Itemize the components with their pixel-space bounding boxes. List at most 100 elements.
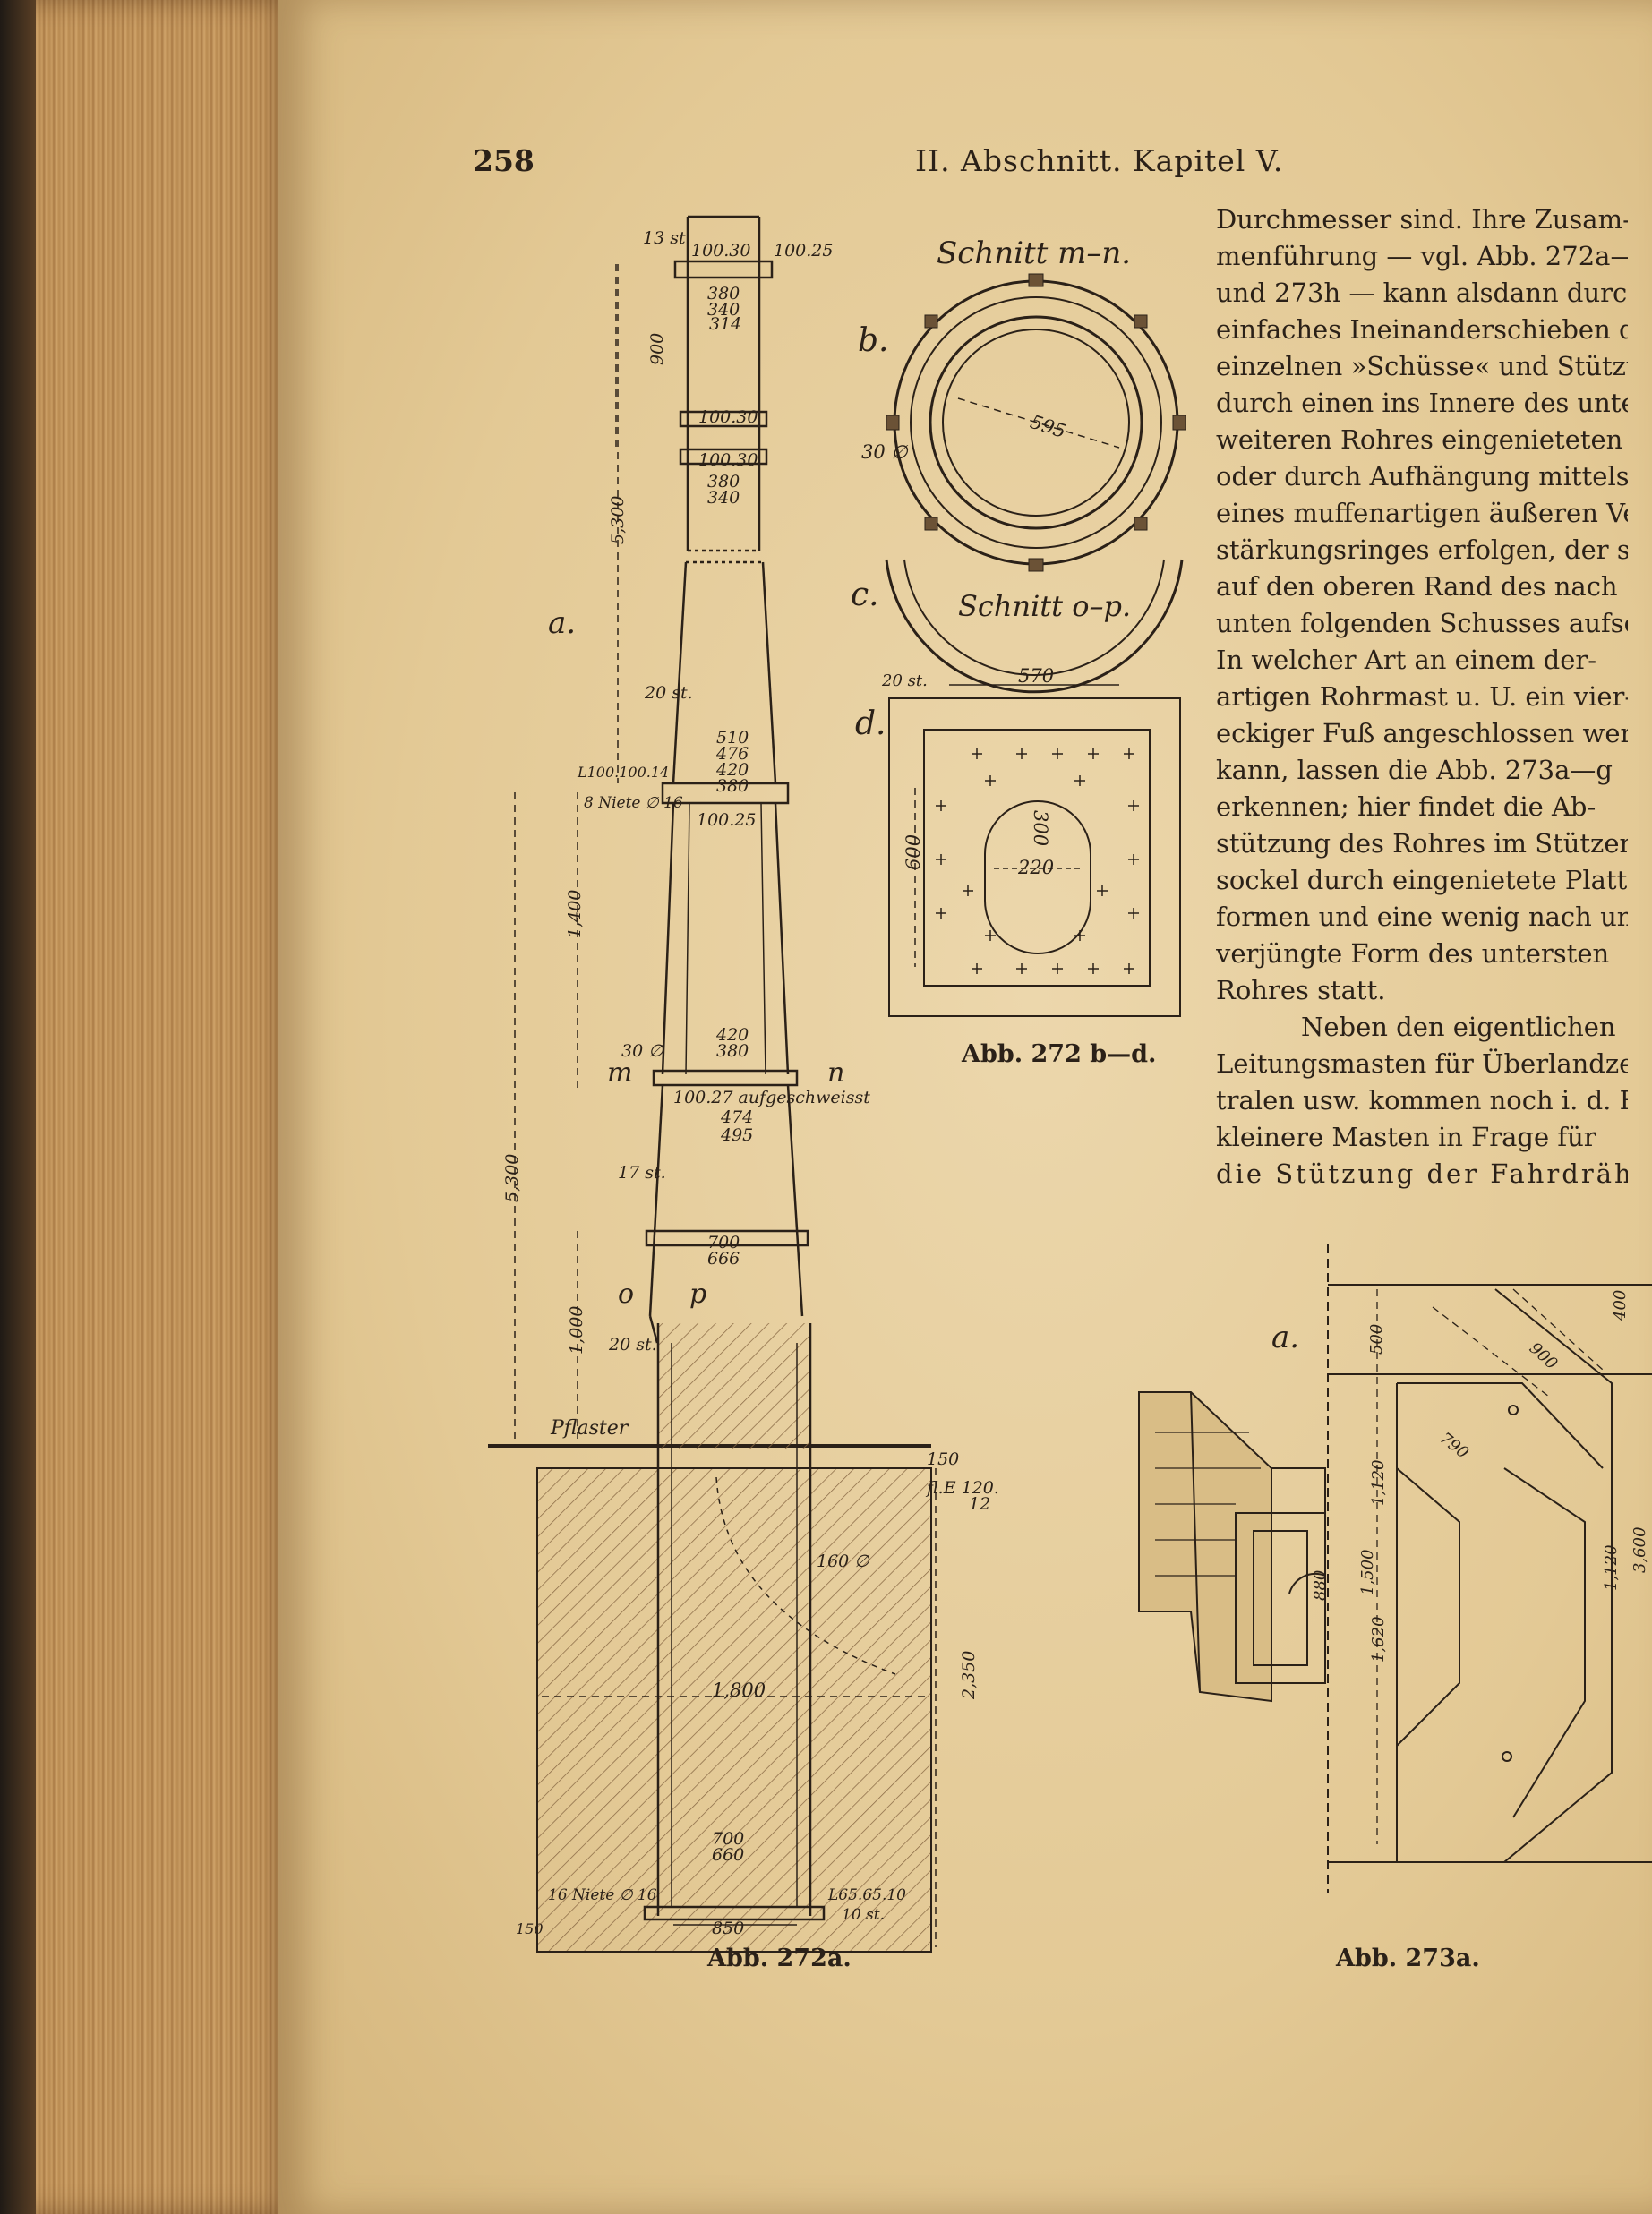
figure-label: d. <box>855 705 886 742</box>
section-title: Schnitt m–n. <box>937 235 1131 271</box>
dim-label: 100.30 <box>698 450 758 470</box>
book-page-edges <box>0 0 295 2214</box>
text-line: Neben den eigentlichen <box>1301 1012 1616 1042</box>
dim-label: 595 <box>1028 411 1069 442</box>
dim-label: 5,300 <box>502 1154 522 1202</box>
page-number: 258 <box>473 143 535 178</box>
figure-272bd <box>885 273 1186 1017</box>
dim-label: 220 <box>1017 857 1054 878</box>
dim-label: 1,500 <box>1358 1549 1377 1595</box>
text-line: einzelnen »Schüsse« und Stützung <box>1216 351 1628 381</box>
text-line: eines muffenartigen äußeren Ver- <box>1216 498 1628 528</box>
dim-label: 474 <box>720 1107 753 1127</box>
dim-label: L100.100.14 <box>577 764 669 781</box>
dim-label: 10 st. <box>842 1906 885 1924</box>
dim-label: 1,120 <box>1602 1544 1621 1591</box>
text-line: durch einen ins Innere des unteren, <box>1216 388 1628 418</box>
dim-label: fl.E 120. <box>925 1478 999 1498</box>
dim-label: 314 <box>709 314 741 334</box>
dim-label: 300 <box>1030 810 1051 846</box>
dim-label: 3,600 <box>1631 1526 1649 1573</box>
caption-273a: Abb. 273a. <box>1336 1945 1480 1972</box>
dim-label: 20 st. <box>644 683 693 703</box>
dim-label: 700 <box>712 1829 744 1849</box>
section-mark: m <box>607 1057 632 1089</box>
dim-label: 100.25 <box>774 241 833 261</box>
dim-label: 600 <box>903 834 924 870</box>
dim-label: L65.65.10 <box>827 1886 906 1904</box>
dim-label: 380 <box>707 472 740 492</box>
text-line: sockel durch eingenietete Platt- <box>1216 865 1628 895</box>
dim-label: 380 <box>716 1041 749 1061</box>
dim-label: 16 Niete ∅ 16 <box>548 1886 657 1904</box>
text-line: erkennen; hier findet die Ab- <box>1216 791 1596 822</box>
book-page <box>278 0 1652 2214</box>
figure-label: b. <box>858 322 889 359</box>
dim-label: 570 <box>1018 665 1054 687</box>
dim-label: 1,120 <box>1369 1459 1388 1506</box>
dim-label: 13 st. <box>643 228 691 248</box>
dim-label: 1,800 <box>712 1680 766 1701</box>
dim-label: 420 <box>715 760 749 780</box>
dim-label: 380 <box>716 776 749 796</box>
dim-label: 5,300 <box>608 496 628 544</box>
dim-label: Pflaster <box>550 1417 629 1440</box>
text-line: formen und eine wenig nach unten <box>1216 902 1628 932</box>
caption-272a: Abb. 272a. <box>707 1945 852 1972</box>
dim-label: 660 <box>712 1845 744 1865</box>
dim-label: 30 ∅ <box>621 1041 664 1061</box>
dim-label: 2,350 <box>959 1651 979 1700</box>
figure-272a-labels: 13 st. 100.30 100.25 380 340 314 900 100… <box>502 228 999 1938</box>
figure-label: a. <box>548 605 576 641</box>
dim-label: 1,400 <box>565 890 585 938</box>
section-mark: n <box>827 1057 844 1089</box>
text-line: Durchmesser sind. Ihre Zusam- <box>1216 204 1628 235</box>
text-line: kleinere Masten in Frage für <box>1216 1122 1596 1152</box>
dim-label: 495 <box>720 1125 753 1145</box>
dim-label: 476 <box>715 744 749 764</box>
text-line: weiteren Rohres eingenieteten Ring <box>1216 424 1628 455</box>
text-line: menführung — vgl. Abb. 272a—c <box>1216 241 1628 271</box>
body-text-column: Durchmesser sind. Ihre Zusam- menführung… <box>1216 201 1628 1192</box>
dim-label: 1,000 <box>567 1306 586 1355</box>
dim-label: 380 <box>707 284 740 303</box>
text-line: stützung des Rohres im Stützen- <box>1216 828 1628 859</box>
text-line: und 273h — kann alsdann durch <box>1216 278 1628 308</box>
dim-label: 790 <box>1436 1429 1472 1463</box>
dim-label: 20 st. <box>881 671 928 690</box>
running-head: II. Abschnitt. Kapitel V. <box>915 143 1284 178</box>
dim-label: 100.27 aufgeschweisst <box>673 1088 870 1107</box>
dim-label: 150 <box>516 1920 544 1937</box>
dim-label: 510 <box>716 728 749 748</box>
dim-label: 100.25 <box>697 810 756 830</box>
dim-label: 100.30 <box>698 407 758 427</box>
figure-label: c. <box>851 577 879 613</box>
dim-label: 100.30 <box>691 241 750 261</box>
dim-label: 17 st. <box>618 1163 666 1183</box>
text-line: Rohres statt. <box>1216 975 1386 1005</box>
dim-label: 1,620 <box>1369 1616 1388 1663</box>
dim-label: 420 <box>715 1025 749 1045</box>
text-line: artigen Rohrmast u. U. ein vier- <box>1216 681 1628 712</box>
dim-label: 8 Niete ∅ 16 <box>584 794 683 812</box>
caption-272bd: Abb. 272 b—d. <box>962 1040 1157 1068</box>
dim-label: 700 <box>707 1233 740 1252</box>
text-line: Leitungsmasten für Überlandzen- <box>1216 1048 1628 1079</box>
dim-label: 880 <box>1311 1570 1330 1601</box>
section-mark: p <box>689 1278 706 1310</box>
text-line: In welcher Art an einem der- <box>1216 645 1597 675</box>
figure-label: a. <box>1271 1320 1299 1355</box>
text-line: tralen usw. kommen noch i. d. R. <box>1216 1085 1628 1116</box>
text-line: oder durch Aufhängung mittelst <box>1216 461 1628 492</box>
dim-label: 900 <box>647 333 667 365</box>
text-line: verjüngte Form des untersten <box>1216 938 1610 969</box>
dim-label: 150 <box>927 1449 959 1469</box>
dim-label: 666 <box>707 1249 740 1269</box>
figure-272bd-labels: Schnitt m–n. b. 595 30 ∅ c. Schnitt o–p.… <box>851 235 1131 878</box>
text-line: auf den oberen Rand des nach <box>1216 571 1618 602</box>
figure-273a <box>1138 1244 1652 1893</box>
text-line: kann, lassen die Abb. 273a—g <box>1216 755 1613 785</box>
text-line: stärkungsringes erfolgen, der sich <box>1216 534 1628 565</box>
section-mark: o <box>618 1278 634 1310</box>
